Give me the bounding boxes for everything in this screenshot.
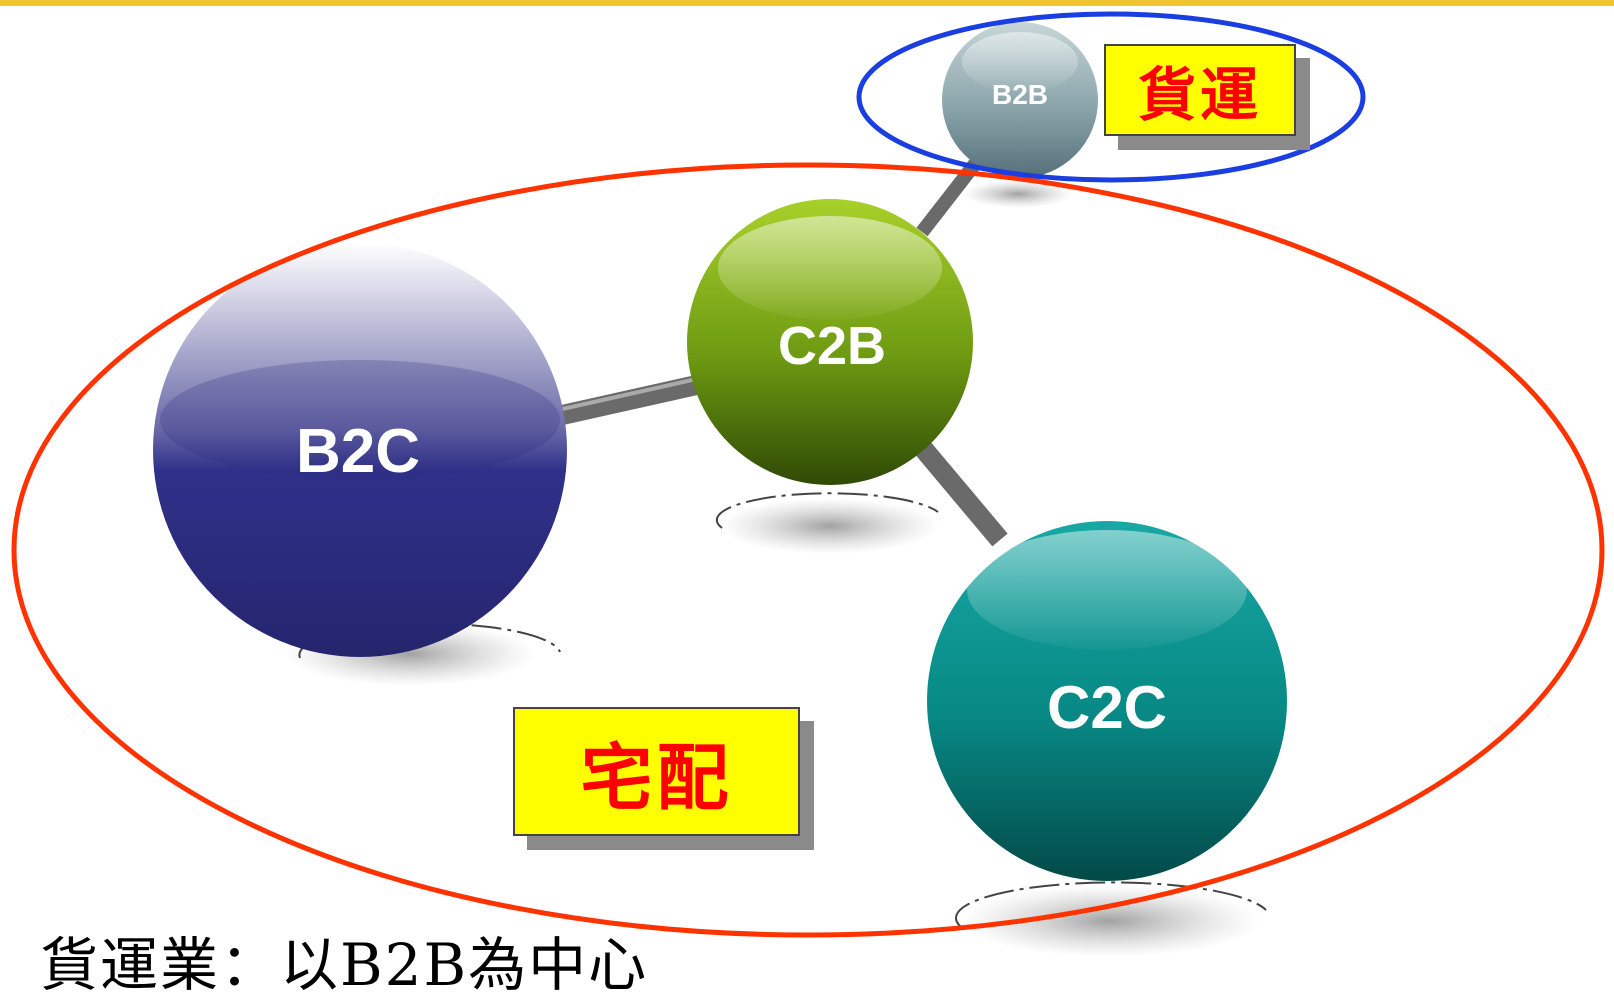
node-label-c2c: C2C — [1047, 674, 1167, 741]
rod-b2c-c2b — [537, 372, 713, 430]
sphere-c2c: C2C — [927, 521, 1287, 881]
sphere-b2b: B2B — [942, 22, 1098, 178]
rod-c2b-c2c — [908, 433, 1008, 547]
freight-group-ellipse — [856, 11, 1366, 183]
shadow-c2c-outline — [955, 881, 1267, 927]
delivery-group-ellipse — [11, 162, 1605, 938]
node-label-b2c: B2C — [296, 417, 420, 486]
shadow-b2b — [963, 180, 1073, 208]
rod-b2c-c2b-highlight — [539, 374, 711, 416]
shadow-c2b — [720, 498, 940, 554]
node-label-b2b: B2B — [992, 79, 1048, 110]
molecule-diagram: B2C C2B C2C B2B — [11, 11, 1605, 957]
delivery-label: 宅配 — [513, 707, 800, 836]
shadow-c2c — [960, 885, 1260, 957]
caption-text: 貨運業：以B2B為中心 — [40, 931, 649, 999]
sphere-c2b: C2B — [687, 199, 973, 485]
node-label-c2b: C2B — [778, 316, 886, 376]
top-accent-bar — [0, 0, 1614, 6]
sphere-b2c: B2C — [153, 243, 567, 657]
shadow-c2b-outline — [715, 492, 939, 529]
freight-label: 貨運 — [1104, 44, 1296, 136]
